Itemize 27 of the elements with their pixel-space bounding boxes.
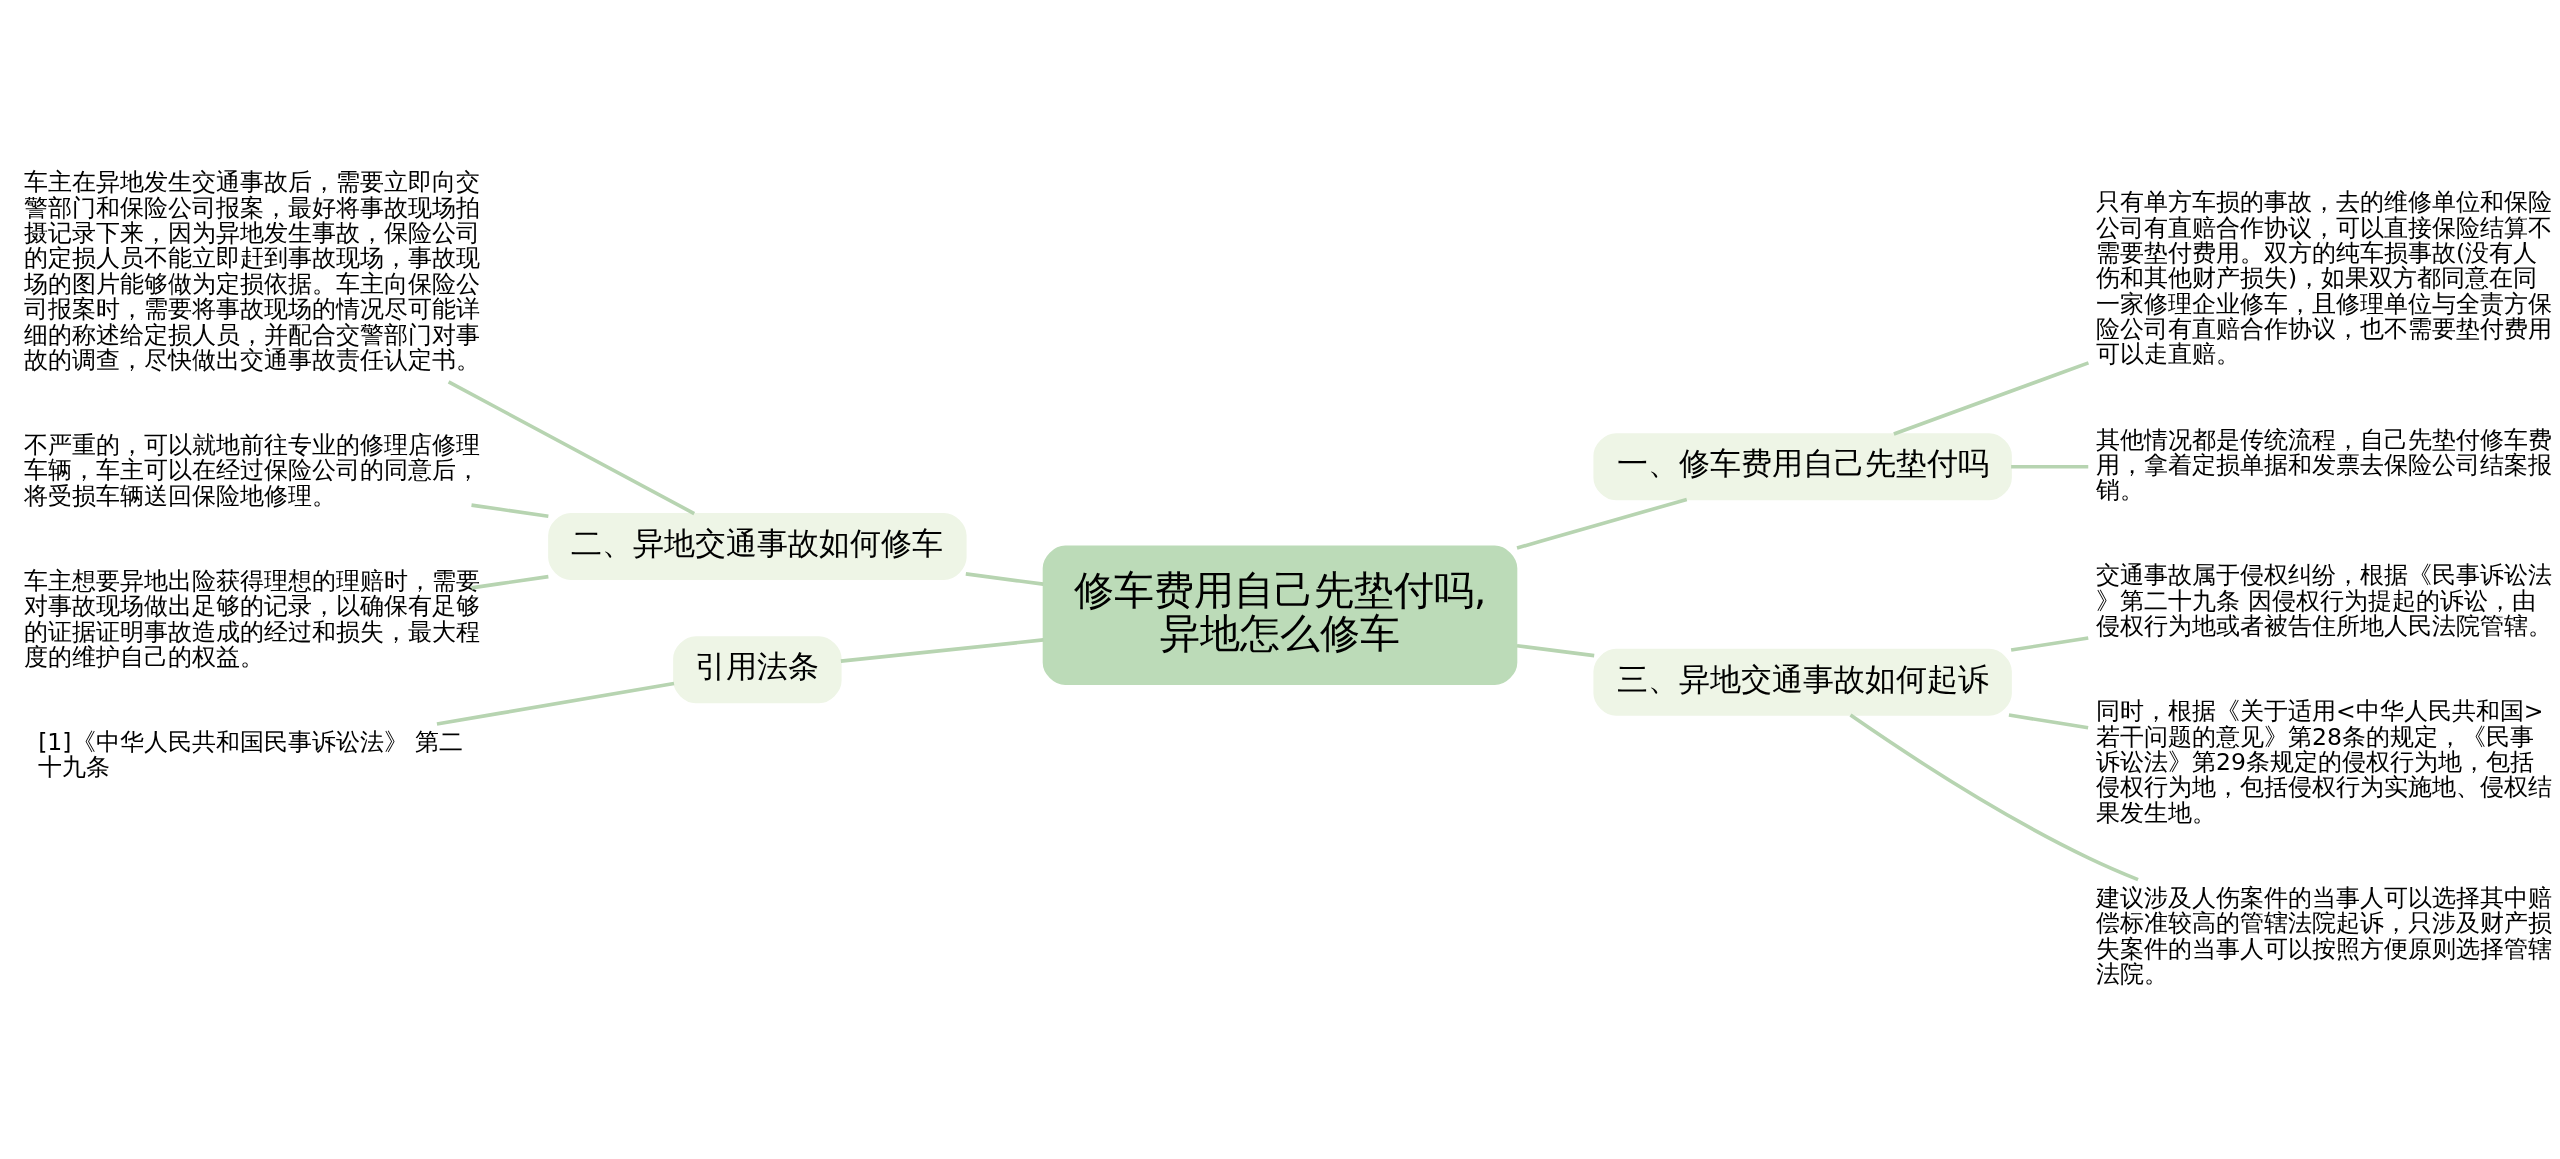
node-text: 建议涉及人伤案件的当事人可以选择其中赔偿标准较高的管辖法院起诉，只涉及财产损失案件的当事人可以按照方便原则选择管辖法院。 (2096, 883, 2553, 988)
node-text: 不严重的，可以就地前往专业的修理店修理车辆，车主可以在经过保险公司的同意后，将受损车辆送回保险地修理。 (23, 430, 480, 510)
connector (2008, 712, 2089, 729)
connector (436, 681, 675, 726)
node-text: 车主在异地发生交通事故后，需要立即向交警部门和保险公司报案，最好将事故现场拍摄记录下来，因为异地发生事故，保险公司的定损人员不能立即赶到事故现场，事故现场的图片能够做为定损依据。车主向保险公司报案时，需要将事故现场的情况尽可能详细的称述给定损人员，并配合交警部门对事故的调查，尽快做出交通事故责任认定书。 (23, 167, 480, 374)
node-box: 修车费用自己先垫付吗,异地怎么修车 (1042, 545, 1518, 685)
node-text: 只有单方车损的事故，去的维修单位和保险公司有直赔合作协议，可以直接保险结算不需要垫付费用。双方的纯车损事故(没有人伤和其他财产损失)，如果双方都同意在同一家修理企业修车，且修理单位与全责方保险公司有直赔合作协议，也不需要垫付费用可以走直赔。 (2096, 187, 2553, 368)
node-box: 二、异地交通事故如何修车 (548, 512, 967, 580)
node-text: [1]《中华人民共和国民事诉讼法》 第二十九条 (38, 727, 464, 781)
node-box: 三、异地交通事故如何起诉 (1593, 648, 2012, 716)
node-text: 同时，根据《关于适用<中华人民共和国>若干问题的意见》第28条的规定，《民事诉讼法》第29条规定的侵权行为地，包括侵权行为地，包括侵权行为实施地、侵权结果发生地。 (2096, 696, 2553, 827)
node-box: 引用法条 (673, 635, 842, 703)
node-text: 其他情况都是传统流程，自己先垫付修车费用，拿着定损单据和发票去保险公司结案报销。 (2096, 425, 2553, 504)
connector (2011, 464, 2089, 469)
node-text: 交通事故属于侵权纠纷，根据《民事诉讼法》第二十九条 因侵权行为提起的诉讼，由侵权行为地或者被告住所地人民法院管辖。 (2096, 560, 2553, 640)
connector (1516, 497, 1688, 550)
connector (447, 379, 696, 515)
connector (1516, 643, 1595, 657)
connector (471, 502, 549, 518)
node-box: 一、修车费用自己先垫付吗 (1593, 432, 2012, 500)
connector (965, 571, 1044, 586)
node-text: 车主想要异地出险获得理想的理赔时，需要对事故现场做出足够的记录，以确保有足够的证据证明事故造成的经过和损失，最大程度的维护自己的权益。 (23, 566, 480, 671)
connector (2010, 635, 2089, 652)
connector (1849, 713, 2139, 881)
connector (471, 574, 549, 590)
connector (1893, 360, 2090, 436)
connector (840, 637, 1044, 663)
